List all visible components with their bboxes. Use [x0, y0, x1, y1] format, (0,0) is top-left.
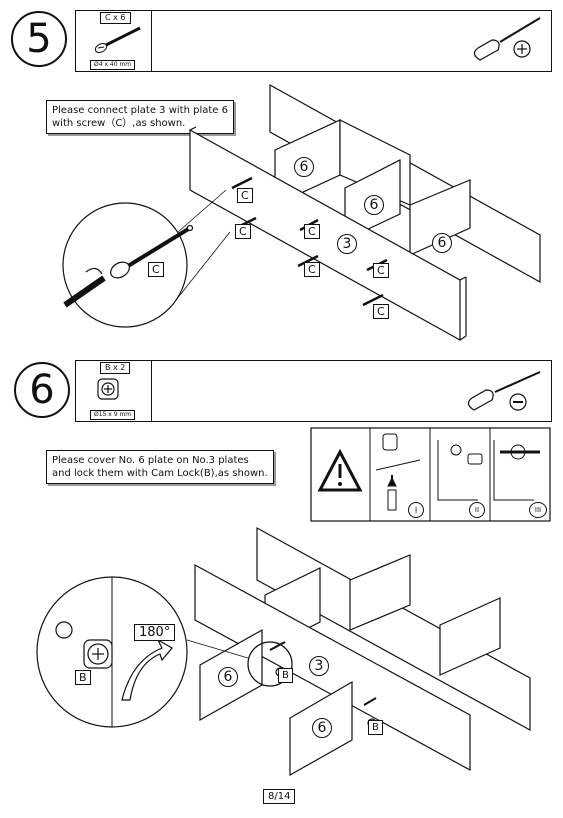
step-6-callout-b1: B — [278, 668, 293, 683]
warning-step-2: II — [469, 502, 485, 518]
step-5-plate-6c: 6 — [432, 233, 452, 253]
step-5-callout-c4: C — [304, 262, 320, 277]
warning-step-3: III — [529, 502, 547, 518]
step-6-plate-6b: 6 — [312, 718, 332, 738]
step-6-part-qty: B x 2 — [100, 362, 131, 374]
step-6-detail-label: B — [75, 670, 91, 685]
step-5-parts-bar — [75, 10, 552, 72]
step-5-callout-c1: C — [237, 188, 253, 203]
step-6-instruction: Please cover No. 6 plate on No.3 plates … — [46, 450, 274, 484]
step-6-part-dim: Ø15 x 9 mm — [90, 410, 136, 420]
step-6-plate-6a: 6 — [218, 667, 238, 687]
step-6-instruction-line1: Please cover No. 6 plate on No.3 plates — [52, 455, 249, 466]
step-5-instruction: Please connect plate 3 with plate 6 with… — [46, 100, 234, 134]
page-number: 8/14 — [263, 789, 296, 804]
warning-icon — [317, 448, 363, 492]
warning-step-2-label: II — [474, 506, 480, 514]
step-5-instruction-line2: with screw（C）,as shown. — [52, 118, 186, 129]
rotation-label: 180° — [134, 624, 176, 641]
step-6-plate-3: 3 — [309, 656, 329, 676]
step-6-instruction-line2: and lock them with Cam Lock(B),as shown. — [52, 468, 268, 479]
step-5-plate-3: 3 — [337, 234, 357, 254]
warning-step-1: I — [408, 502, 424, 518]
step-5-number: 5 — [11, 11, 67, 67]
step-5-callout-c2: C — [235, 224, 251, 239]
step-5-part-cell — [76, 11, 152, 71]
warning-step-1-label: I — [414, 505, 418, 515]
step-5-instruction-line1: Please connect plate 3 with plate 6 — [52, 105, 228, 116]
step-5-callout-c5: C — [373, 263, 389, 278]
step-5-plate-6a: 6 — [294, 157, 314, 177]
step-5-detail-label: C — [148, 262, 164, 277]
step-6-part-cell — [76, 361, 152, 421]
step-5-part-dim: Ø4 x 40 mm — [90, 60, 136, 70]
step-5-callout-c3: C — [304, 224, 320, 239]
step-5-part-qty: C x 6 — [100, 12, 131, 24]
step-6-number: 6 — [14, 362, 70, 418]
step-5-plate-6b: 6 — [364, 195, 384, 215]
warning-step-3-label: III — [534, 506, 542, 514]
step-5-callout-c6: C — [373, 304, 389, 319]
step-6-callout-b2: B — [368, 720, 383, 735]
